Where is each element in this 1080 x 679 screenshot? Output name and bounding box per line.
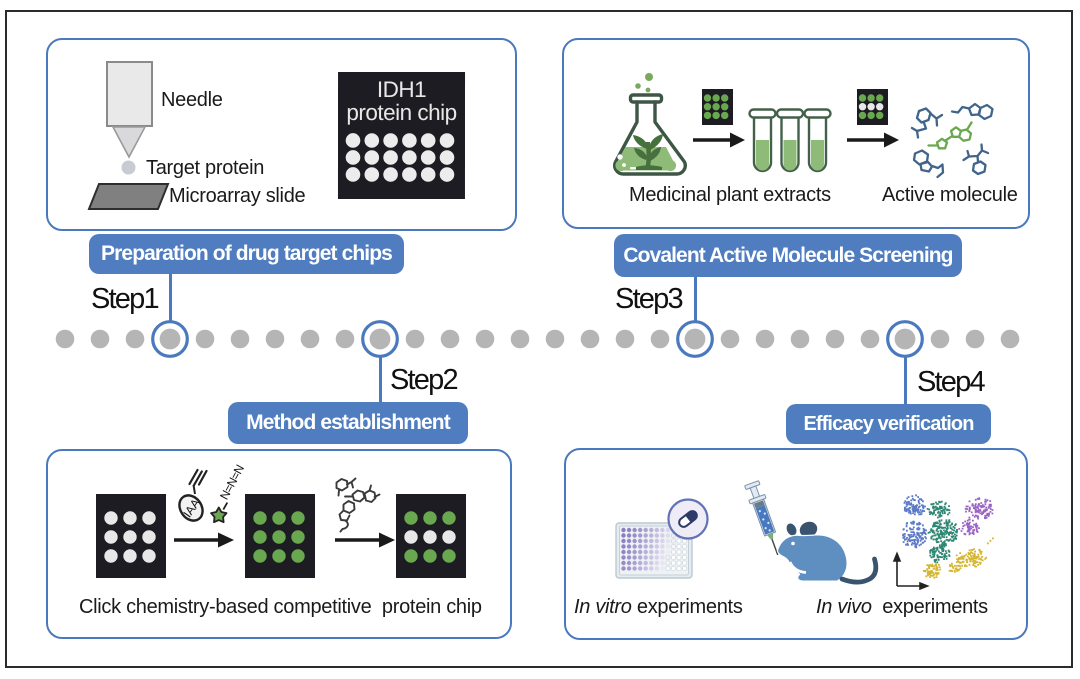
svg-text:N=N=N: N=N=N: [217, 463, 247, 502]
